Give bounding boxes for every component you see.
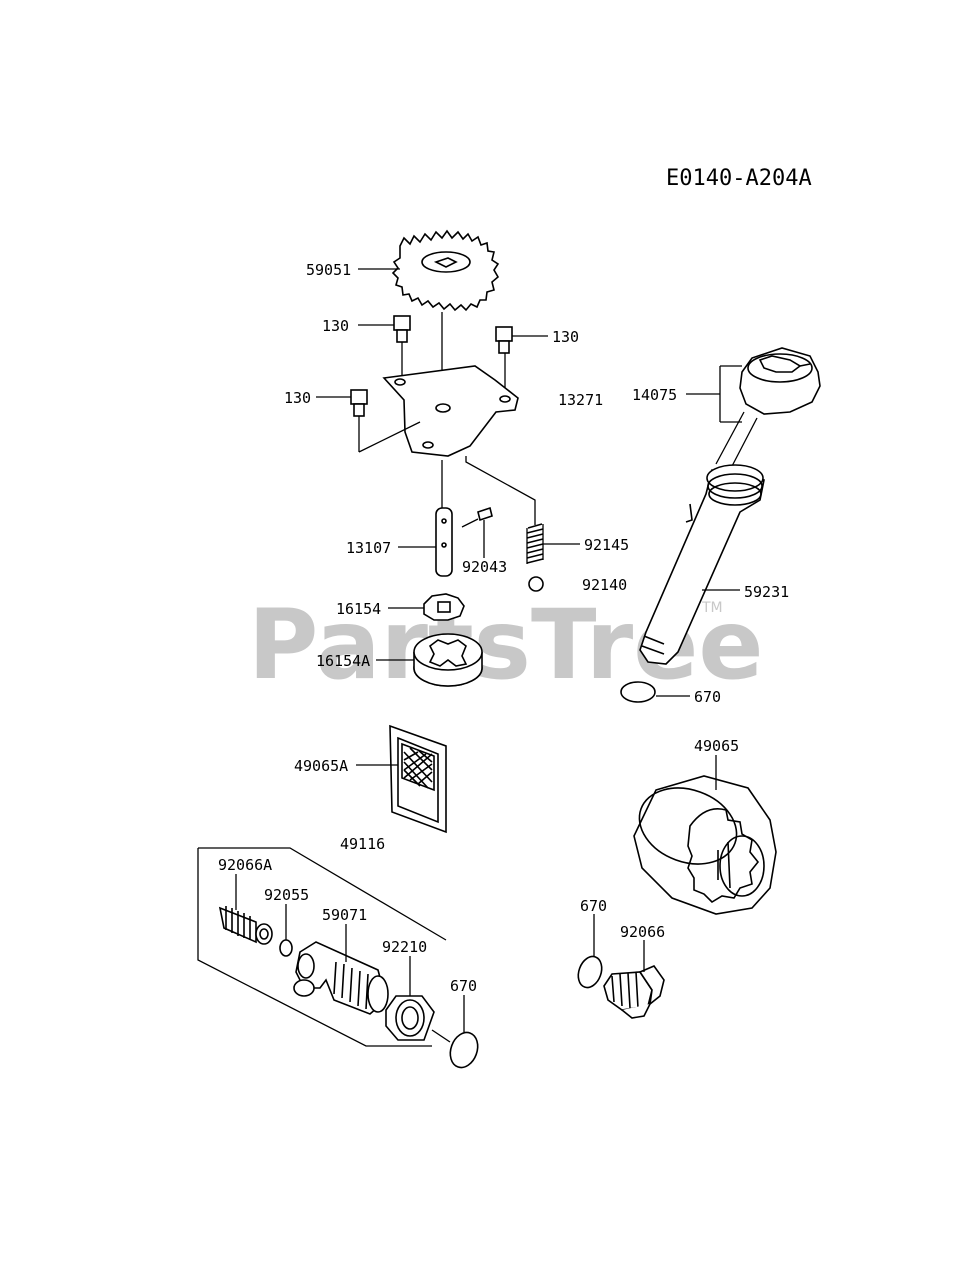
leader-92043-a — [461, 518, 479, 528]
label-59231: 59231 — [744, 583, 789, 601]
label-92066: 92066 — [620, 923, 665, 941]
inner-rotor-16154[interactable] — [423, 593, 465, 621]
strainer-49065A[interactable] — [389, 724, 447, 834]
leader-plate-to-spring — [465, 456, 536, 525]
gear-59051[interactable] — [391, 229, 500, 312]
label-92066A: 92066A — [218, 856, 272, 874]
leader-14075 — [686, 365, 742, 423]
label-16154: 16154 — [336, 600, 381, 618]
label-670-a: 670 — [694, 688, 721, 706]
label-49116: 49116 — [340, 835, 385, 853]
assembly-line — [431, 1029, 451, 1043]
label-130-b: 130 — [552, 328, 579, 346]
watermark-trademark: TM — [701, 600, 723, 616]
oil-filter-49065[interactable] — [629, 775, 777, 915]
label-59051: 59051 — [306, 261, 351, 279]
label-92055: 92055 — [264, 886, 309, 904]
bolt-130-a[interactable] — [393, 315, 411, 378]
label-92043: 92043 — [462, 558, 507, 576]
bolt-130-c[interactable] — [350, 389, 368, 452]
outer-rotor-16154A[interactable] — [413, 633, 483, 687]
label-14075: 14075 — [632, 386, 677, 404]
fitting-92066A[interactable] — [218, 906, 273, 945]
drain-plug-92066[interactable] — [603, 965, 665, 1019]
diagram-code: E0140-A204A — [666, 166, 812, 191]
label-670-b: 670 — [450, 977, 477, 995]
dipstick-cap-14075[interactable] — [715, 347, 821, 471]
nut-92210[interactable] — [385, 995, 435, 1041]
spring-92145[interactable] — [526, 523, 544, 564]
tee-fitting-59071[interactable] — [293, 941, 389, 1015]
label-13271: 13271 — [558, 391, 603, 409]
label-59071: 59071 — [322, 906, 367, 924]
label-49065A: 49065A — [294, 757, 348, 775]
label-670-c: 670 — [580, 897, 607, 915]
oil-fill-tube-59231[interactable] — [639, 464, 765, 665]
o-ring-670-b[interactable] — [446, 1029, 483, 1072]
label-92145: 92145 — [584, 536, 629, 554]
label-130-c: 130 — [284, 389, 311, 407]
label-92140: 92140 — [582, 576, 627, 594]
o-ring-670-a[interactable] — [620, 681, 656, 703]
washer-92055[interactable] — [279, 939, 293, 957]
label-92210: 92210 — [382, 938, 427, 956]
pin-92043[interactable] — [477, 506, 493, 522]
o-ring-670-c[interactable] — [574, 953, 606, 991]
label-16154A: 16154A — [316, 652, 370, 670]
label-130-a: 130 — [322, 317, 349, 335]
cover-plate-13271[interactable] — [382, 365, 519, 457]
label-49065: 49065 — [694, 737, 739, 755]
leader-130-c-to-plate — [358, 421, 421, 453]
ball-92140[interactable] — [528, 576, 544, 592]
group-bracket — [197, 847, 447, 1047]
shaft-13107[interactable] — [435, 460, 453, 577]
label-13107: 13107 — [346, 539, 391, 557]
